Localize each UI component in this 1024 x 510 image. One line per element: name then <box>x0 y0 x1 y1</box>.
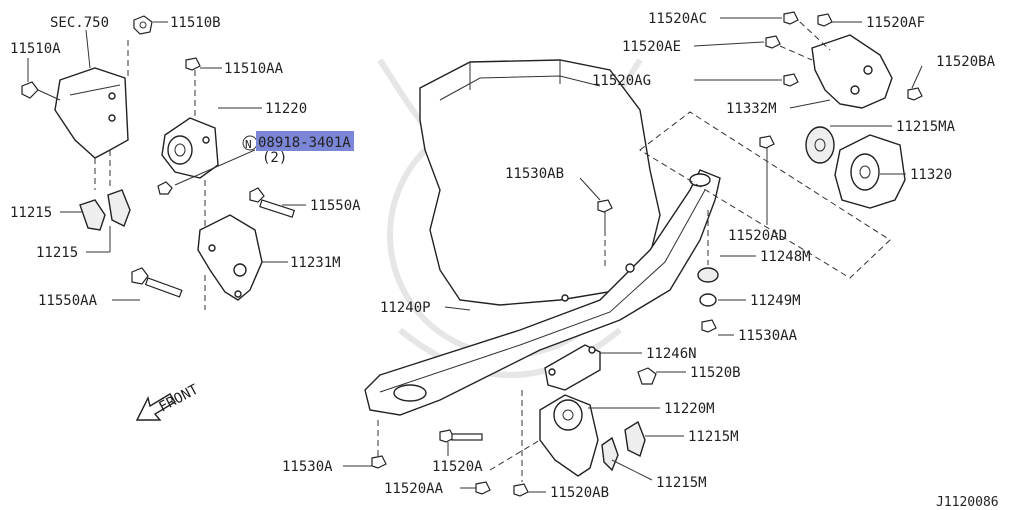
dashed-guide-right <box>639 111 891 279</box>
n-marker: N <box>245 138 252 151</box>
nut-11510b-shape <box>127 15 153 80</box>
label-11215-bottom: 11215 <box>36 245 78 261</box>
front-arrow <box>135 393 176 421</box>
label-11520ag: 11520AG <box>592 73 651 89</box>
diagram-code: J1120086 <box>936 495 999 510</box>
label-08918-3401a: 08918-3401A <box>258 135 351 151</box>
front-label: FRONT <box>156 381 201 415</box>
label-11520aa: 11520AA <box>384 481 444 497</box>
label-11510aa: 11510AA <box>224 61 284 77</box>
label-11520ac: 11520AC <box>648 11 707 27</box>
lower-bolts <box>371 390 541 497</box>
part-highlight <box>256 131 354 151</box>
label-11240p: 11240P <box>380 300 431 316</box>
mount-11320-assembly <box>805 126 906 209</box>
bracket-11332m <box>765 11 923 109</box>
label-11320: 11320 <box>910 167 952 183</box>
label-11220: 11220 <box>265 101 307 117</box>
label-11550aa: 11550AA <box>38 293 98 309</box>
mount-insulator-11220m <box>539 367 657 477</box>
label-11215-top: 11215 <box>10 205 52 221</box>
label-11520ae: 11520AE <box>622 39 681 55</box>
label-11231m: 11231M <box>290 255 341 271</box>
label-11550a: 11550A <box>310 198 361 214</box>
label-sec750: SEC.750 <box>50 15 109 31</box>
label-11215ma: 11215MA <box>896 119 956 135</box>
label-11510b: 11510B <box>170 15 221 31</box>
bolt-11550aa-shape <box>131 267 183 298</box>
bolt-11550a-shape <box>249 187 296 218</box>
bracket-11246n <box>544 344 601 391</box>
label-11215m-a: 11215M <box>688 429 739 445</box>
mount-bracket-11231m <box>197 180 263 310</box>
engine-block <box>419 59 661 306</box>
label-11332m: 11332M <box>726 101 777 117</box>
bushing-stack <box>697 210 719 333</box>
label-11520af: 11520AF <box>866 15 925 31</box>
label-11530ab: 11530AB <box>505 166 564 182</box>
bolt-11510a-shape <box>21 81 61 101</box>
label-qty: (2) <box>262 150 287 166</box>
label-11248m: 11248M <box>760 249 811 265</box>
bolt-11520ad-shape <box>759 135 775 225</box>
label-11510a: 11510A <box>10 41 61 57</box>
label-11249m: 11249M <box>750 293 801 309</box>
leader-lines <box>27 17 923 493</box>
part-labels: SEC.750 11510B 11510A 11510AA 11220 N 08… <box>10 11 999 510</box>
mount-pads-11215m <box>601 420 646 472</box>
mount-pads-11215-left <box>79 189 131 231</box>
label-11215m-b: 11215M <box>656 475 707 491</box>
label-11530aa: 11530AA <box>738 328 798 344</box>
label-11520ad: 11520AD <box>728 228 787 244</box>
label-11246n: 11246N <box>646 346 697 362</box>
bolt-11530ab-shape <box>597 199 613 270</box>
label-11220m: 11220M <box>664 401 715 417</box>
mount-insulator-11220 <box>157 57 219 195</box>
label-11520a: 11520A <box>432 459 483 475</box>
sec750-bracket <box>54 67 129 190</box>
label-11530a: 11530A <box>282 459 333 475</box>
label-11520ab: 11520AB <box>550 485 609 501</box>
label-11520b: 11520B <box>690 365 741 381</box>
label-11520ba: 11520BA <box>936 54 996 70</box>
